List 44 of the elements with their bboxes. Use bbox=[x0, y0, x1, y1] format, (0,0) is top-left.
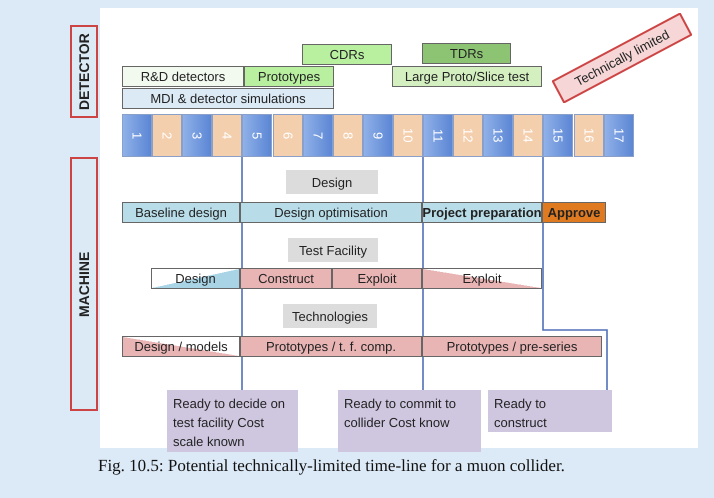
year-cell: 16 bbox=[574, 114, 604, 157]
phase-bar: Large Proto/Slice test bbox=[392, 66, 542, 87]
year-cell: 15 bbox=[543, 114, 573, 157]
milestone-box: Ready to commit to collider Cost know bbox=[338, 390, 481, 452]
section-heading: Technologies bbox=[283, 304, 377, 328]
year-cell: 4 bbox=[212, 114, 242, 157]
figure-caption: Fig. 10.5: Potential technically-limited time-line for a muon collider. bbox=[98, 456, 565, 476]
year-cell: 12 bbox=[453, 114, 483, 157]
phase-bar: Construct bbox=[240, 268, 332, 289]
section-heading: Test Facility bbox=[288, 238, 378, 262]
milestone-line bbox=[542, 157, 608, 390]
milestone-box: Ready to construct bbox=[488, 390, 612, 432]
phase-bar: TDRs bbox=[422, 43, 511, 64]
section-label: DETECTOR bbox=[70, 25, 98, 118]
phase-bar: CDRs bbox=[302, 44, 392, 65]
phase-bar: MDI & detector simulations bbox=[122, 88, 334, 109]
phase-bar: Design / models bbox=[122, 336, 240, 357]
year-cell: 13 bbox=[483, 114, 513, 157]
year-cell: 11 bbox=[423, 114, 453, 157]
phase-bar: Prototypes / t. f. comp. bbox=[240, 336, 422, 357]
section-label: MACHINE bbox=[70, 157, 98, 411]
year-cell: 3 bbox=[182, 114, 212, 157]
phase-bar: Design bbox=[151, 268, 240, 289]
phase-bar: Prototypes bbox=[244, 66, 334, 87]
year-cell: 7 bbox=[303, 114, 333, 157]
year-cell: 8 bbox=[333, 114, 363, 157]
phase-bar: Baseline design bbox=[122, 202, 240, 223]
year-cell: 14 bbox=[513, 114, 543, 157]
phase-bar: Design optimisation bbox=[240, 202, 422, 223]
year-cell: 6 bbox=[273, 114, 303, 157]
phase-bar: Prototypes / pre-series bbox=[422, 336, 602, 357]
section-heading: Design bbox=[286, 170, 378, 194]
year-cell: 17 bbox=[604, 114, 634, 157]
phase-bar: Approve bbox=[542, 202, 606, 223]
phase-bar: Exploit bbox=[332, 268, 422, 289]
year-cell: 9 bbox=[363, 114, 393, 157]
year-cell: 10 bbox=[393, 114, 423, 157]
milestone-box: Ready to decide on test facility Cost scale known bbox=[167, 390, 298, 452]
phase-bar: Project preparation bbox=[422, 202, 542, 223]
year-cell: 2 bbox=[152, 114, 182, 157]
year-cell: 5 bbox=[242, 114, 272, 157]
phase-bar: R&D detectors bbox=[122, 66, 244, 87]
phase-bar: Exploit bbox=[422, 268, 542, 289]
year-cell: 1 bbox=[122, 114, 152, 157]
